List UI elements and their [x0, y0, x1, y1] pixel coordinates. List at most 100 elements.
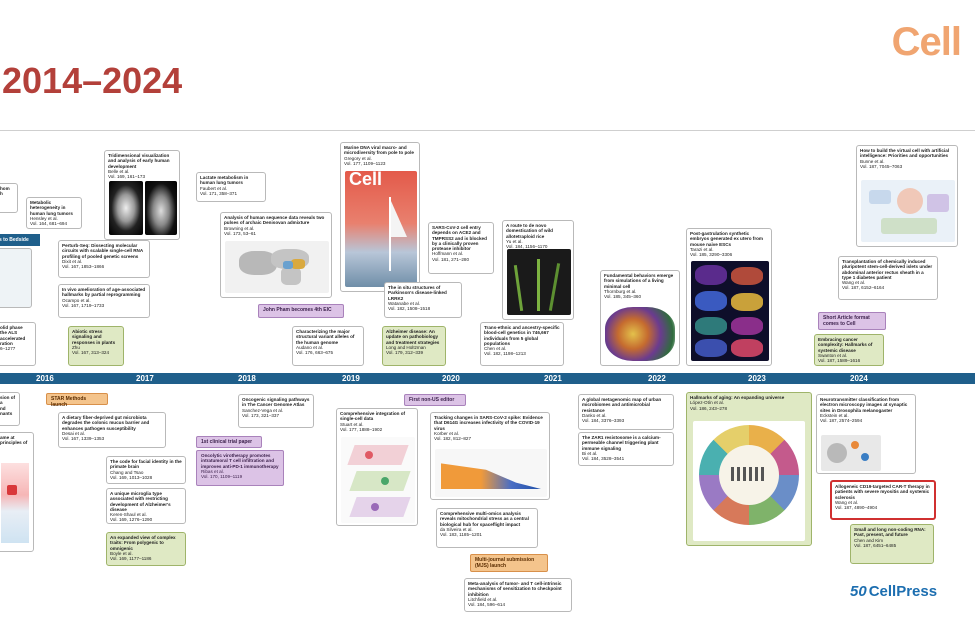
card-oncolytic-virotherapy[interactable]: Oncolytic virotherapy promotes intratumo…: [196, 450, 284, 486]
card-reference: Vol. 177, 1888–1902: [340, 426, 383, 432]
card-denisovan[interactable]: Analysis of human sequence data reveals …: [220, 212, 332, 298]
card-reference: Vol. 187, 6152–6164: [842, 285, 885, 291]
card-perturb-seq[interactable]: Perturb-Seq: Dissecting molecular circui…: [58, 240, 150, 278]
card-synthetic-embryos[interactable]: Post-gastrulation synthetic embryos gene…: [686, 228, 772, 366]
partial-card-2[interactable]: [0, 248, 32, 308]
card-reference: Vol. 164, 681–694: [30, 221, 68, 227]
card-d614g[interactable]: Tracking changes in SARS-CoV-2 spike: Ev…: [430, 412, 550, 500]
card-virtual-cell[interactable]: How to build the virtual cell with artif…: [856, 145, 958, 247]
card-title: The ZAR1 resistosome is a calcium-permea…: [582, 435, 661, 451]
year-label: 2020: [442, 374, 460, 383]
card-title: A dietary fiber-deprived gut microbiota …: [62, 415, 150, 431]
card-title: Comprehensive integration of single-cell…: [340, 411, 406, 422]
card-zar1-resistosome[interactable]: The ZAR1 resistosome is a calcium-permea…: [578, 432, 674, 466]
card-islet-transplant[interactable]: Transplantation of chemically induced pl…: [838, 256, 938, 300]
card-minimal-cell[interactable]: Fundamental behaviors emerge from simula…: [600, 270, 680, 366]
minimal-cell-image: [605, 307, 675, 361]
card-cancer-complexity[interactable]: Embracing cancer complexity: Hallmarks o…: [814, 334, 884, 366]
card-reference: Vol. 187, 7045–7063: [860, 163, 903, 169]
card-single-cell-integration[interactable]: Comprehensive integration of single-cell…: [336, 408, 418, 526]
synapse-image: [821, 435, 881, 471]
card-reference: Vol. 185, 345–360: [604, 294, 642, 300]
card-authors: López-Otín et al.: [690, 400, 724, 406]
card-checkpoint-metaanalysis[interactable]: Meta-analysis of tumor- and T cell-intri…: [464, 578, 572, 612]
card-authors: Zhu: [72, 344, 80, 350]
card-authors: Boyle et al.: [110, 550, 133, 556]
card-reference: Vol. 187, 4890–4904: [835, 505, 878, 511]
d614g-chart-image: [435, 449, 547, 497]
card-title: h: [0, 191, 3, 197]
card-title: Marine DNA viral macro- and microdiversi…: [344, 145, 414, 156]
embryo-fluorescence-grid: [691, 261, 769, 361]
card-spaceflight[interactable]: Comprehensive multi-omics analysis revea…: [436, 508, 538, 548]
card-title: Meta-analysis of tumor- and T cell-intri…: [468, 581, 562, 597]
card-title: A route to de novo domestication of wild…: [506, 223, 553, 239]
card-abiotic-stress[interactable]: Abiotic stress signaling and responses i…: [68, 326, 124, 366]
card-title: sion of a: [0, 395, 16, 406]
card-reference: Vol. 169, 1013–1028: [110, 474, 153, 480]
card-title: ame at: [0, 435, 15, 440]
card-authors: Wang et al.: [842, 280, 866, 286]
card-metabolic-heterogeneity[interactable]: Metabolic heterogeneity in human lung tu…: [26, 197, 82, 229]
card-lrrk2[interactable]: The in situ structures of Parkinson's di…: [384, 282, 462, 318]
card-reference: Vol. 182, 1508–1518: [388, 306, 431, 312]
card-authors: Bunne et al.: [860, 158, 885, 164]
card-reference: Vol. 169, 1177–1186: [110, 556, 152, 562]
card-title: olid phase: [0, 325, 23, 330]
card-partial-reprogramming[interactable]: In vivo amelioration of age-associated h…: [58, 284, 150, 318]
card-authors: Desai et al.: [62, 430, 85, 436]
card-authors: Long and Holtzman: [386, 344, 426, 350]
card-authors: Gregory et al.: [344, 155, 372, 161]
card-reference: Vol. 184, 1156–1170: [506, 244, 548, 250]
card-authors: Ocampo et al.: [62, 297, 91, 303]
card-authors: Watanabe et al.: [388, 300, 421, 306]
card-reference: Vol. 171, 358–371: [200, 190, 238, 196]
card-car-t-myositis[interactable]: Allogeneic CD19-targeted CAR-T therapy i…: [830, 480, 936, 520]
card-alzheimer-update[interactable]: Alzheimer disease: An update on pathobio…: [382, 326, 446, 366]
card-title: Allogeneic CD19-targeted CAR-T therapy i…: [835, 484, 930, 500]
cellpress-50-badge: 50: [850, 583, 867, 600]
card-reference: Vol. 177, 1109–1123: [344, 160, 386, 166]
card-title: Fundamental behaviors emerge from simula…: [604, 273, 674, 289]
card-reference: Vol. 167, 1719–1733: [62, 302, 105, 308]
card-authors: Dixit et al.: [62, 258, 83, 264]
year-label: 2022: [648, 374, 666, 383]
card-reference: Vol. 169, 1276–1290: [110, 517, 153, 523]
card-facial-identity[interactable]: The code for facial identity in the prim…: [106, 456, 186, 484]
card-neurotransmitter-classification[interactable]: Neurotransmitter classification from ele…: [816, 394, 916, 474]
year-label: 2021: [544, 374, 562, 383]
card-authors: Browning et al.: [224, 225, 255, 231]
card-wild-rice[interactable]: A route to de novo domestication of wild…: [502, 220, 574, 320]
card-reference: 6–1277: [0, 346, 16, 352]
tag-first-clinical-trial: 1st clinical trial paper: [196, 436, 262, 448]
card-marine-dna[interactable]: Marine DNA viral macro- and microdiversi…: [340, 142, 420, 292]
card-omnigenic[interactable]: An expanded view of complex traits: From…: [106, 532, 186, 566]
card-hallmarks-of-aging[interactable]: Hallmarks of aging: An expanding univers…: [686, 392, 812, 546]
card-reference: Vol. 173, 53–61: [224, 230, 256, 236]
card-title: principles of: [0, 440, 28, 446]
card-blood-cell-genetics[interactable]: Trans-ethnic and ancestry-specific blood…: [480, 322, 564, 366]
card-authors: Chen and Kim: [854, 537, 884, 543]
card-title: nd: [0, 405, 6, 411]
card-urban-microbiomes[interactable]: A global metagenomic map of urban microb…: [578, 394, 674, 430]
card-dietary-fiber[interactable]: A dietary fiber-deprived gut microbiota …: [58, 412, 166, 448]
cellpress-brand: CellPress: [868, 583, 938, 600]
tag-short-article: Short Article format comes to Cell: [818, 312, 886, 330]
card-reference: Vol. 184, 3528–3541: [582, 456, 625, 462]
card-tridimensional[interactable]: Tridimensional visualization and analysi…: [104, 150, 180, 240]
card-microglia[interactable]: A unique microglia type associated with …: [106, 488, 186, 524]
card-title: Alzheimer disease: An update on pathobio…: [386, 329, 440, 345]
partial-tag-bedside[interactable]: s to Bedside: [0, 234, 40, 246]
card-sars-cov-2-entry[interactable]: SARS-CoV-2 cell entry depends on ACE2 an…: [428, 222, 494, 274]
card-noncoding-rna[interactable]: Small and long non-coding RNA: Past, pre…: [850, 524, 934, 564]
card-structural-variants[interactable]: Characterizing the major structural vari…: [292, 326, 364, 366]
card-oncogenic-signaling[interactable]: Oncogenic signaling pathways in The Canc…: [238, 394, 314, 428]
world-map-image: [225, 241, 329, 293]
card-reference: Vol. 187, 2574–2594: [820, 418, 863, 424]
year-label: 2017: [136, 374, 154, 383]
